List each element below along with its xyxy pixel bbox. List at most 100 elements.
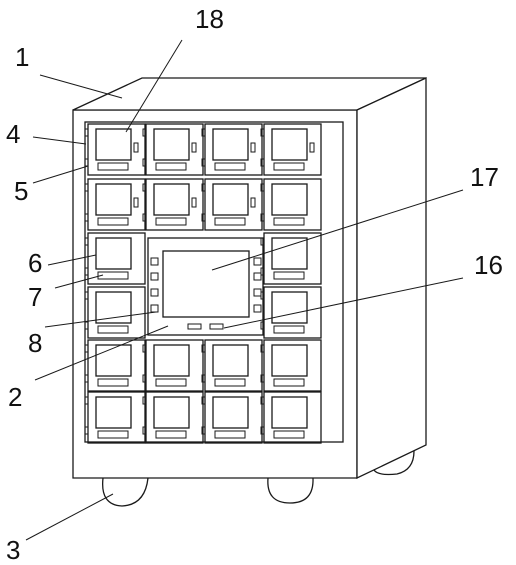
locker-window: [153, 396, 190, 429]
locker-window: [212, 183, 249, 216]
locker-window: [271, 183, 308, 216]
leader-lines: [25, 39, 464, 541]
locker-label-plate: [155, 162, 187, 171]
locker-label-plate: [273, 378, 305, 387]
locker-label-plate: [273, 217, 305, 226]
locker-label-plate: [155, 378, 187, 387]
locker-door: [145, 123, 204, 176]
locker-label-plate: [273, 325, 305, 334]
leader-3: [25, 493, 114, 541]
callout-labels: 1 18 4 5 17 6 16 7 8 2 3: [6, 4, 503, 565]
locker-lock: [250, 197, 256, 208]
card-slot-right: [209, 323, 224, 330]
locker-hinge: [260, 213, 265, 222]
callout-7: 7: [28, 282, 42, 312]
locker-window: [95, 291, 132, 324]
locker-door: [87, 178, 146, 231]
locker-hinge: [142, 396, 147, 405]
wheels: [101, 450, 415, 507]
locker-door: [87, 123, 146, 176]
locker-label-plate: [155, 217, 187, 226]
touch-screen: [162, 250, 250, 318]
locker-grid: [84, 123, 322, 444]
locker-hinge: [201, 374, 206, 383]
locker-door: [204, 339, 263, 392]
locker-hinge: [142, 426, 147, 435]
locker-door: [263, 123, 322, 176]
locker-label-plate: [97, 162, 129, 171]
locker-hinge: [260, 183, 265, 192]
locker-label-plate: [214, 162, 246, 171]
locker-door: [145, 178, 204, 231]
locker-window: [95, 344, 132, 377]
locker-hinge: [84, 426, 89, 435]
locker-window: [271, 128, 308, 161]
callout-1: 1: [15, 42, 29, 72]
locker-lock: [309, 142, 315, 153]
side-key: [253, 257, 262, 266]
side-key: [253, 272, 262, 281]
side-key: [150, 272, 159, 281]
locker-window: [271, 344, 308, 377]
locker-hinge: [201, 158, 206, 167]
locker-label-plate: [273, 162, 305, 171]
locker-label-plate: [214, 430, 246, 439]
side-key: [253, 288, 262, 297]
locker-hinge: [84, 213, 89, 222]
leader-8: [44, 311, 157, 328]
locker-window: [271, 291, 308, 324]
side-key: [150, 288, 159, 297]
card-slot-left: [187, 323, 202, 330]
locker-window: [95, 396, 132, 429]
locker-hinge: [201, 183, 206, 192]
leader-5: [32, 165, 89, 184]
callout-18: 18: [195, 4, 224, 34]
locker-hinge: [201, 426, 206, 435]
locker-window: [95, 237, 132, 270]
locker-hinge: [142, 213, 147, 222]
locker-lock: [133, 142, 139, 153]
callout-6: 6: [28, 248, 42, 278]
leader-4: [32, 136, 87, 145]
leader-16: [223, 277, 464, 329]
locker-lock: [191, 142, 197, 153]
callout-5: 5: [14, 176, 28, 206]
locker-window: [271, 396, 308, 429]
callout-3: 3: [6, 535, 20, 565]
locker-door: [87, 286, 146, 339]
locker-label-plate: [97, 430, 129, 439]
locker-hinge: [84, 344, 89, 353]
locker-hinge: [201, 344, 206, 353]
locker-label-plate: [155, 430, 187, 439]
locker-label-plate: [97, 378, 129, 387]
locker-window: [212, 396, 249, 429]
locker-hinge: [84, 374, 89, 383]
locker-hinge: [84, 291, 89, 300]
leader-18: [125, 39, 183, 133]
side-key: [253, 304, 262, 313]
locker-door: [263, 339, 322, 392]
leader-7: [54, 274, 104, 289]
locker-hinge: [260, 374, 265, 383]
terminal-panel: [147, 237, 264, 336]
locker-hinge: [142, 158, 147, 167]
locker-window: [153, 344, 190, 377]
locker-window: [212, 128, 249, 161]
locker-window: [212, 344, 249, 377]
locker-hinge: [84, 128, 89, 137]
locker-door: [204, 123, 263, 176]
locker-door: [87, 339, 146, 392]
locker-door: [145, 339, 204, 392]
locker-lock: [133, 197, 139, 208]
callout-17: 17: [470, 162, 499, 192]
side-key: [150, 257, 159, 266]
locker-door: [263, 391, 322, 444]
locker-hinge: [142, 128, 147, 137]
locker-hinge: [84, 237, 89, 246]
locker-window: [95, 128, 132, 161]
locker-door: [263, 178, 322, 231]
locker-label-plate: [214, 217, 246, 226]
cabinet-side-face: [356, 76, 427, 480]
locker-hinge: [84, 321, 89, 330]
callout-16: 16: [474, 250, 503, 280]
